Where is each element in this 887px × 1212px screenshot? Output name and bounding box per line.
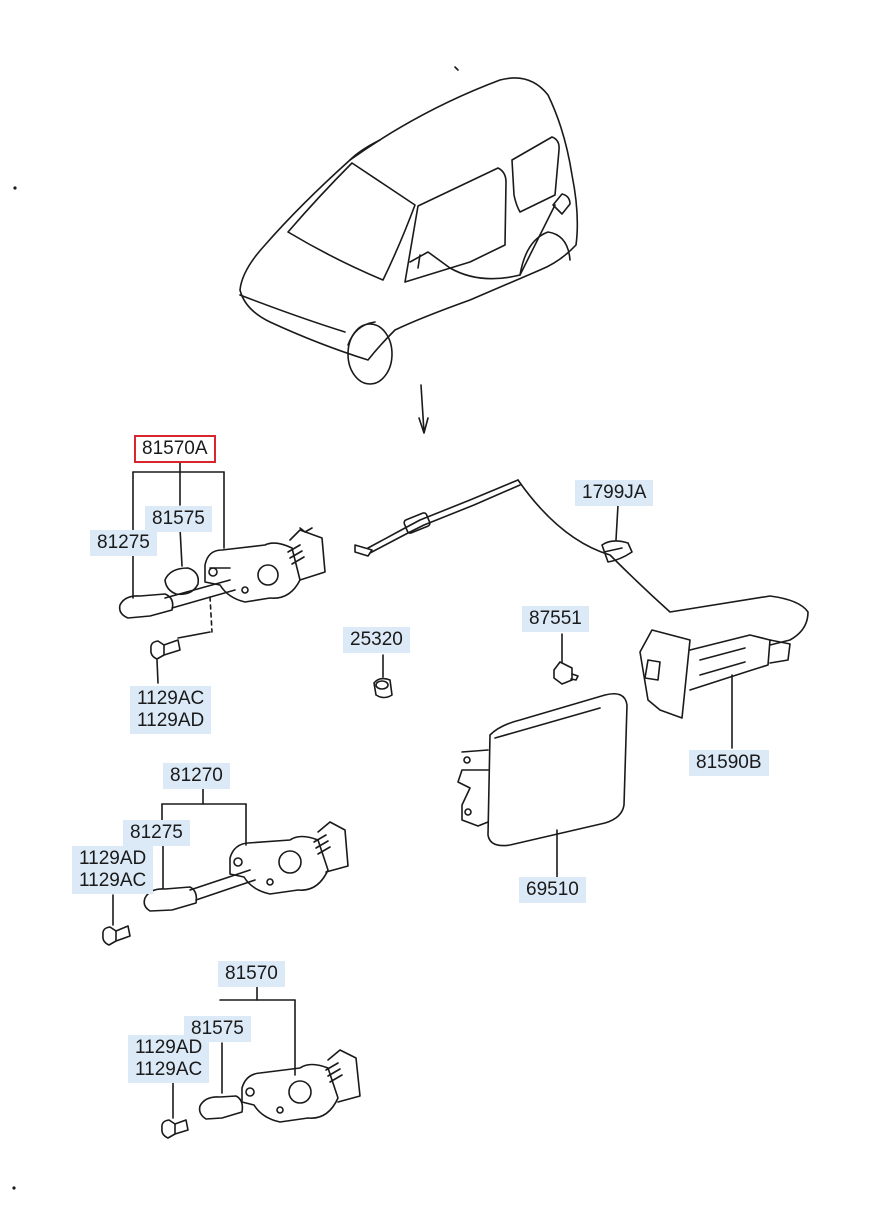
part-label-81270[interactable]: 81270 — [163, 763, 230, 789]
part-label-1129AD[interactable]: 1129AD — [79, 848, 147, 869]
part-label-1129-top[interactable]: 1129AC 1129AD — [130, 686, 212, 734]
part-label-25320[interactable]: 25320 — [343, 627, 410, 653]
part-label-1129AD[interactable]: 1129AD — [135, 1037, 203, 1058]
latch-assembly-top — [118, 461, 326, 684]
fuel-filler-opener-part — [639, 629, 791, 749]
part-label-1129AD[interactable]: 1129AD — [137, 710, 205, 731]
nut-part — [553, 633, 579, 685]
cable-clip-part — [601, 504, 633, 563]
part-label-81590B[interactable]: 81590B — [689, 750, 769, 776]
part-label-1129AC[interactable]: 1129AC — [137, 688, 205, 709]
part-label-69510[interactable]: 69510 — [519, 877, 586, 903]
part-label-1129-bottom[interactable]: 1129AD 1129AC — [128, 1035, 210, 1083]
grommet-part — [373, 654, 393, 699]
fuel-filler-door-part — [457, 692, 628, 878]
part-label-81570A[interactable]: 81570A — [134, 435, 216, 463]
part-label-87551[interactable]: 87551 — [522, 606, 589, 632]
vehicle-illustration — [239, 66, 579, 385]
part-label-81275-top[interactable]: 81275 — [90, 530, 157, 556]
part-label-1129-middle[interactable]: 1129AD 1129AC — [72, 846, 154, 894]
part-label-1129AC[interactable]: 1129AC — [135, 1059, 203, 1080]
release-cable — [354, 479, 809, 646]
part-label-81275-middle[interactable]: 81275 — [123, 820, 190, 846]
scan-speck — [12, 1186, 16, 1190]
latch-assembly-bottom — [161, 985, 361, 1139]
part-label-1129AC[interactable]: 1129AC — [79, 870, 147, 891]
part-label-1799JA[interactable]: 1799JA — [575, 480, 654, 506]
part-label-81570[interactable]: 81570 — [218, 961, 285, 987]
latch-assembly-middle — [102, 787, 349, 946]
part-label-81575-top[interactable]: 81575 — [145, 506, 212, 532]
scan-speck — [13, 186, 17, 190]
down-arrow-icon — [418, 384, 429, 434]
